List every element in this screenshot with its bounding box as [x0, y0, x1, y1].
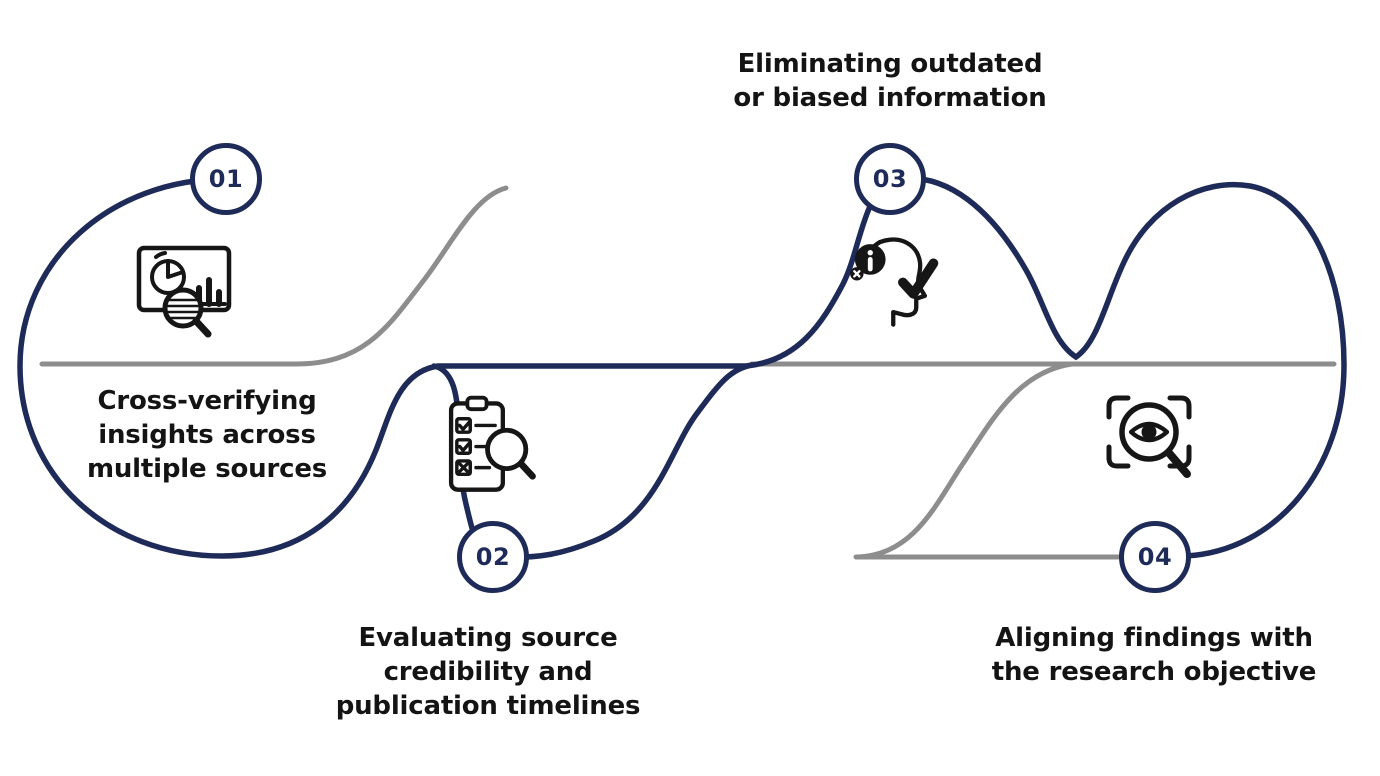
step-label-line: Evaluating source: [358, 623, 618, 653]
step-label-4: Aligning findings with the research obje…: [979, 622, 1329, 690]
step-label-line: Cross-verifying: [97, 386, 317, 416]
step-label-line: Aligning findings with: [995, 623, 1313, 653]
checklist-magnifier-icon: [448, 395, 536, 492]
step-badge-4: 04: [1119, 521, 1191, 593]
step-label-line: multiple sources: [86, 453, 328, 484]
step-number: 02: [475, 543, 511, 571]
step-number: 01: [208, 165, 244, 193]
step-number: 03: [872, 165, 908, 193]
eye-focus-magnifier-icon: [1106, 395, 1192, 478]
step-label-line: or biased information: [733, 82, 1047, 113]
step-label-3: Eliminating outdated or biased informati…: [715, 48, 1065, 116]
step-badge-2: 02: [457, 521, 529, 593]
step-label-1: Cross-verifying insights across multiple…: [42, 385, 372, 486]
step-label-line: credibility and: [383, 656, 593, 687]
step-badge-3: 03: [854, 143, 926, 215]
step-label-2: Evaluating source credibility and public…: [323, 622, 653, 723]
step-label-line: Eliminating outdated: [737, 49, 1043, 79]
step-number: 04: [1137, 543, 1173, 571]
flow-path-gray-left: [39, 185, 509, 367]
person-info-check-icon: [850, 237, 939, 327]
step-badge-1: 01: [190, 143, 262, 215]
step-label-line: insights across: [98, 419, 316, 450]
analytics-chart-magnifier-icon: [136, 245, 232, 338]
flow-path-gray-step4: [853, 361, 1121, 560]
step-label-line: publication timelines: [335, 690, 641, 721]
step-label-line: the research objective: [991, 656, 1317, 687]
